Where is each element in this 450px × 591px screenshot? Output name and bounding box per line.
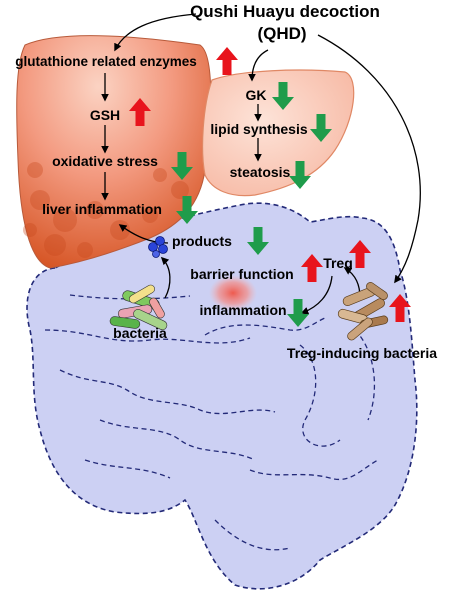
liver-right-lobe — [202, 69, 355, 197]
arrow-qhd-to-glutathione — [114, 13, 197, 52]
up-arrow-icon-treg-bacteria — [389, 294, 411, 322]
up-arrow-icon-barrier — [301, 254, 323, 282]
down-arrow-icon-gk — [272, 82, 294, 110]
label-glutathione: glutathione related enzymes — [15, 54, 197, 69]
arrow-bacteria-to-products — [160, 256, 171, 299]
label-oxidative: oxidative stress — [52, 153, 158, 169]
label-gsh: GSH — [90, 107, 120, 123]
liver — [16, 35, 355, 269]
down-arrow-icon-steatosis — [289, 161, 311, 189]
intestine-folds — [44, 294, 379, 551]
arrow-qhd-to-gk — [248, 49, 269, 82]
label-lipid: lipid synthesis — [210, 121, 307, 137]
liver-left-lobe — [16, 35, 212, 269]
label-steatosis: steatosis — [230, 164, 291, 180]
label-barrier: barrier function — [190, 266, 293, 282]
labels: Qushi Huayu decoction (QHD) glutathione … — [15, 2, 437, 361]
inflammation-spot — [209, 275, 257, 311]
arrow-treg-to-inflammation — [300, 275, 333, 315]
down-arrow-icon-oxidative — [171, 152, 193, 180]
product-molecules — [148, 236, 168, 258]
treg-bacteria-cluster — [337, 282, 389, 341]
down-arrow-icon-inflammation — [287, 299, 309, 327]
label-bacteria: bacteria — [113, 325, 167, 341]
down-arrow-icon-liver-inflammation — [176, 196, 198, 224]
liver-texture — [23, 162, 189, 258]
label-products: products — [172, 233, 232, 249]
down-arrow-icon-lipid — [310, 114, 332, 142]
label-treg-bacteria: Treg-inducing bacteria — [287, 345, 437, 361]
title-line2: (QHD) — [257, 24, 306, 43]
bacteria-cluster — [109, 284, 168, 331]
label-inflammation: inflammation — [199, 302, 286, 318]
label-liver-inflammation: liver inflammation — [42, 201, 162, 217]
label-treg: Treg — [323, 255, 353, 271]
up-arrow-icon-gsh — [129, 98, 151, 126]
down-arrow-icon-products — [247, 227, 269, 255]
label-gk: GK — [246, 87, 267, 103]
connectors — [101, 13, 421, 315]
up-arrow-icon-treg — [349, 240, 371, 268]
up-arrow-icon-glutathione — [216, 47, 238, 75]
arrow-qhd-to-treg-bacteria — [317, 34, 421, 284]
effect-arrows — [129, 47, 411, 327]
title-line1: Qushi Huayu decoction — [190, 2, 380, 21]
